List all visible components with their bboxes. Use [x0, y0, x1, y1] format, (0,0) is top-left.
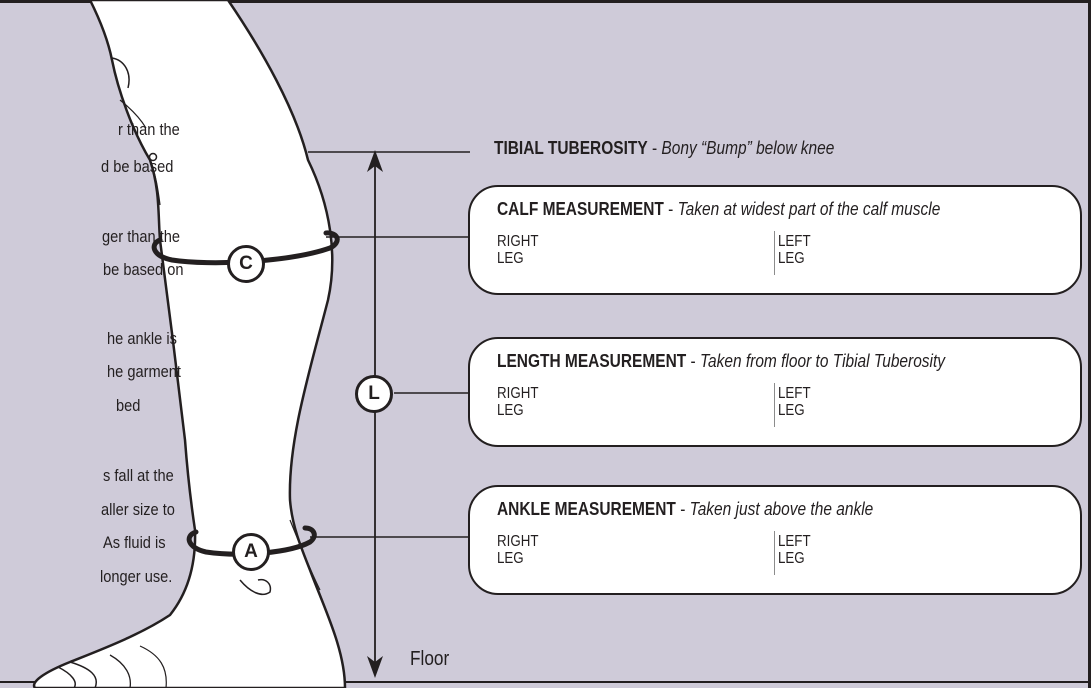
floor-label: Floor	[410, 648, 449, 671]
length-left-leg-field[interactable]: LEFT LEG	[778, 385, 811, 419]
leg-divider	[774, 531, 775, 575]
side-text-line: ger than the	[102, 227, 180, 247]
ankle-separator: -	[676, 499, 690, 519]
calf-title: CALF MEASUREMENT	[497, 199, 664, 219]
ankle-measurement-box: ANKLE MEASUREMENT - Taken just above the…	[468, 485, 1082, 595]
side-text-line: longer use.	[100, 567, 172, 587]
length-heading: LENGTH MEASUREMENT - Taken from floor to…	[497, 351, 945, 372]
left-label: LEFT	[778, 533, 811, 550]
ankle-right-leg-field[interactable]: RIGHT LEG	[497, 533, 538, 567]
ankle-title: ANKLE MEASUREMENT	[497, 499, 676, 519]
leg-label: LEG	[497, 250, 538, 267]
length-measurement-box: LENGTH MEASUREMENT - Taken from floor to…	[468, 337, 1082, 447]
left-label: LEFT	[778, 233, 811, 250]
calf-left-leg-field[interactable]: LEFT LEG	[778, 233, 811, 267]
leg-label: LEG	[497, 550, 538, 567]
calf-heading: CALF MEASUREMENT - Taken at widest part …	[497, 199, 940, 220]
length-marker: L	[355, 375, 393, 413]
side-text-line: he ankle is	[107, 329, 177, 349]
calf-marker: C	[227, 245, 265, 283]
right-label: RIGHT	[497, 533, 538, 550]
ankle-marker: A	[232, 533, 270, 571]
tibial-subtitle: Bony “Bump” below knee	[661, 138, 834, 158]
calf-measurement-box: CALF MEASUREMENT - Taken at widest part …	[468, 185, 1082, 295]
tibial-separator: -	[648, 138, 662, 158]
length-separator: -	[686, 351, 700, 371]
leg-divider	[774, 231, 775, 275]
length-title: LENGTH MEASUREMENT	[497, 351, 686, 371]
ankle-subtitle: Taken just above the ankle	[690, 499, 874, 519]
side-text-line: d be based	[101, 157, 173, 177]
calf-right-leg-field[interactable]: RIGHT LEG	[497, 233, 538, 267]
side-text-line: be based on	[103, 260, 183, 280]
side-text-line: s fall at the	[103, 466, 174, 486]
side-text-line: bed	[116, 396, 140, 416]
ankle-heading: ANKLE MEASUREMENT - Taken just above the…	[497, 499, 873, 520]
tibial-title: TIBIAL TUBEROSITY	[494, 138, 648, 158]
calf-separator: -	[664, 199, 678, 219]
leg-label: LEG	[778, 550, 811, 567]
side-text-line: As fluid is	[103, 533, 166, 553]
leg-shape	[34, 0, 345, 688]
side-text-line: r than the	[118, 120, 180, 140]
ankle-left-leg-field[interactable]: LEFT LEG	[778, 533, 811, 567]
tibial-tuberosity-label: TIBIAL TUBEROSITY - Bony “Bump” below kn…	[494, 138, 834, 159]
leg-divider	[774, 383, 775, 427]
leg-label: LEG	[778, 402, 811, 419]
side-text-line: he garment	[107, 362, 181, 382]
right-label: RIGHT	[497, 233, 538, 250]
right-label: RIGHT	[497, 385, 538, 402]
leg-label: LEG	[497, 402, 538, 419]
calf-subtitle: Taken at widest part of the calf muscle	[678, 199, 941, 219]
length-right-leg-field[interactable]: RIGHT LEG	[497, 385, 538, 419]
left-label: LEFT	[778, 385, 811, 402]
side-text-line: aller size to	[101, 500, 175, 520]
length-subtitle: Taken from floor to Tibial Tuberosity	[700, 351, 945, 371]
leg-label: LEG	[778, 250, 811, 267]
